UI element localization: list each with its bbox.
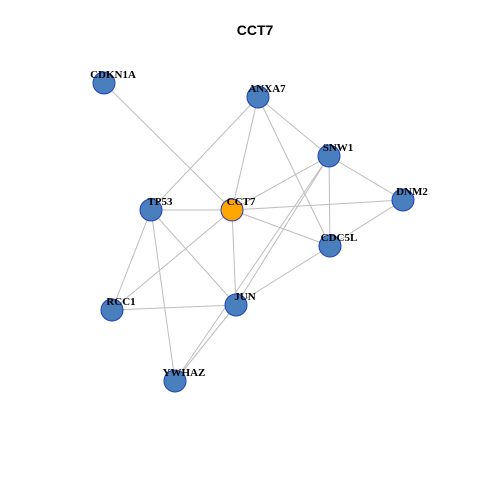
node-circle[interactable] (220, 198, 244, 222)
edge-dnm2-cdc5l (329, 199, 404, 247)
edge-snw1-jun (235, 155, 330, 306)
edge-layer (103, 82, 404, 382)
node-circle[interactable] (318, 234, 342, 258)
node-tp53[interactable]: TP53 (139, 196, 173, 222)
node-cdc5l[interactable]: CDC5L (318, 232, 358, 258)
node-label: SNW1 (323, 142, 354, 154)
node-label: YWHAZ (163, 367, 206, 379)
edge-anxa7-snw1 (257, 96, 330, 157)
edge-snw1-cdc5l (328, 155, 331, 247)
node-circle[interactable] (317, 144, 341, 168)
node-label: CDKN1A (90, 69, 136, 81)
edge-cct7-cdc5l (231, 209, 331, 247)
node-label: ANXA7 (248, 83, 286, 95)
node-rcc1[interactable]: RCC1 (100, 296, 136, 322)
node-jun[interactable]: JUN (224, 291, 256, 317)
node-label: TP53 (147, 196, 173, 208)
node-label: JUN (234, 291, 255, 303)
edge-tp53-ywhaz (150, 209, 176, 382)
node-anxa7[interactable]: ANXA7 (246, 83, 286, 109)
node-cdkn1a[interactable]: CDKN1A (90, 69, 136, 95)
node-snw1[interactable]: SNW1 (317, 142, 354, 168)
node-label: RCC1 (106, 296, 135, 308)
node-circle[interactable] (139, 198, 163, 222)
node-ywhaz[interactable]: YWHAZ (163, 367, 206, 393)
node-circle[interactable] (224, 293, 248, 317)
edge-jun-ywhaz (174, 304, 237, 382)
edge-dnm2-cct7 (231, 199, 404, 211)
node-label: CCT7 (227, 196, 256, 208)
edge-anxa7-tp53 (150, 96, 259, 211)
edge-rcc1-jun (111, 304, 237, 311)
node-label: DNM2 (396, 186, 428, 198)
diagram-title: CCT7 (237, 22, 274, 38)
edge-cct7-jun (231, 209, 237, 306)
edge-snw1-cct7 (231, 155, 330, 211)
node-circle[interactable] (100, 298, 124, 322)
edge-snw1-ywhaz (174, 155, 330, 382)
edge-anxa7-cdc5l (257, 96, 331, 247)
node-cct7[interactable]: CCT7 (220, 196, 256, 222)
edge-cdc5l-jun (235, 245, 331, 306)
node-dnm2[interactable]: DNM2 (391, 186, 428, 212)
edge-tp53-jun (150, 209, 237, 306)
node-label: CDC5L (321, 232, 358, 244)
edge-tp53-rcc1 (111, 209, 152, 311)
edge-cdkn1a-cct7 (103, 82, 233, 211)
node-circle[interactable] (246, 85, 270, 109)
node-circle[interactable] (391, 188, 415, 212)
edge-snw1-dnm2 (328, 155, 404, 201)
edge-cct7-rcc1 (111, 209, 233, 311)
node-circle[interactable] (163, 369, 187, 393)
edge-anxa7-cct7 (231, 96, 259, 211)
node-circle[interactable] (92, 71, 116, 95)
